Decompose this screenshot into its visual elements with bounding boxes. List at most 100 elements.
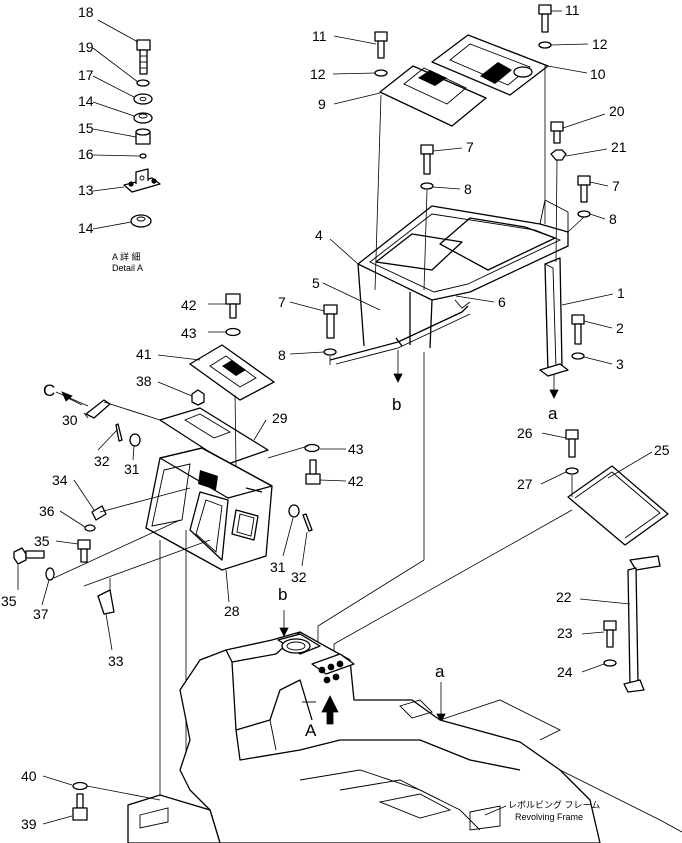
callout-30: 30 xyxy=(62,412,78,428)
bolt-39 xyxy=(72,793,88,821)
callout-7-center: 7 xyxy=(466,139,474,155)
washer-27 xyxy=(565,467,579,475)
callout-7-left: 7 xyxy=(278,294,286,310)
arrow-a-icon xyxy=(321,695,339,725)
bolt-26 xyxy=(565,429,579,475)
washer-19 xyxy=(136,79,150,87)
callout-42-right: 42 xyxy=(348,473,364,489)
callout-37: 37 xyxy=(33,606,49,622)
callout-26: 26 xyxy=(517,425,533,441)
callout-20: 20 xyxy=(609,103,625,119)
cover-9 xyxy=(379,65,487,127)
pin-32-left xyxy=(115,423,123,442)
nut-38 xyxy=(191,389,205,406)
label-c: C xyxy=(43,381,55,400)
washer-17 xyxy=(133,93,153,105)
callout-14-upper: 14 xyxy=(78,93,94,109)
clip-33 xyxy=(97,589,115,615)
callout-40: 40 xyxy=(21,768,37,784)
washer-31-right xyxy=(288,504,300,518)
bolt-7-right xyxy=(577,175,591,218)
callout-18: 18 xyxy=(78,4,94,20)
callout-36: 36 xyxy=(39,503,55,519)
callout-27: 27 xyxy=(517,476,533,492)
washer-16 xyxy=(139,153,147,159)
callout-23: 23 xyxy=(557,625,573,641)
callout-42-top: 42 xyxy=(181,297,197,313)
callout-1: 1 xyxy=(617,285,625,301)
callout-43-right: 43 xyxy=(348,441,364,457)
bolt-11-right xyxy=(538,4,552,49)
callout-21: 21 xyxy=(611,139,627,155)
callout-32-right: 32 xyxy=(291,569,307,585)
callout-7-right: 7 xyxy=(612,178,620,194)
label-b-lower: b xyxy=(278,585,287,604)
callout-14-lower: 14 xyxy=(78,220,94,236)
frame-4 xyxy=(329,199,569,365)
washer-31-left xyxy=(129,433,141,447)
bolt-35-outer xyxy=(13,547,45,565)
bolt-11-left xyxy=(374,31,388,77)
callout-4: 4 xyxy=(315,227,323,243)
washer-43-top xyxy=(225,327,241,337)
callout-35-outer: 35 xyxy=(1,593,17,609)
callout-10: 10 xyxy=(590,66,606,82)
pin-32-right xyxy=(302,513,313,532)
label-a-capital: A xyxy=(305,721,317,740)
callout-12-right: 12 xyxy=(592,36,608,52)
washer-36 xyxy=(84,524,96,532)
washer-37 xyxy=(45,567,55,581)
detail-a-caption-jp: A 詳 細 xyxy=(112,251,141,262)
callout-8-right: 8 xyxy=(609,211,617,227)
callout-34: 34 xyxy=(52,472,68,488)
callout-43-top: 43 xyxy=(181,325,197,341)
callout-28: 28 xyxy=(224,603,240,619)
washer-8-center xyxy=(420,182,434,190)
callout-11-right: 11 xyxy=(565,2,580,18)
control-box-group: 42 43 41 38 29 C 30 32 31 34 36 35 35 37… xyxy=(1,293,364,669)
bolt-23 xyxy=(603,620,617,667)
callout-39: 39 xyxy=(21,816,37,832)
callout-41: 41 xyxy=(136,346,152,362)
bolt-35-inner xyxy=(77,539,91,563)
bracket-1 xyxy=(539,257,569,377)
washer-12-right xyxy=(538,41,552,49)
bolt-2 xyxy=(571,314,585,360)
callout-5: 5 xyxy=(312,275,320,291)
washer-40 xyxy=(72,781,88,791)
upper-cover-group: 11 12 9 11 12 10 20 21 7 8 7 8 4 5 6 7 8… xyxy=(278,2,627,423)
clip-34 xyxy=(91,505,107,521)
bolt-7-left xyxy=(323,304,338,356)
bolt-7-center xyxy=(420,144,434,190)
callout-9: 9 xyxy=(318,96,326,112)
callout-6: 6 xyxy=(498,294,506,310)
bolt-42-top xyxy=(225,293,241,337)
callout-16: 16 xyxy=(78,146,94,162)
washer-8-right xyxy=(577,210,591,218)
label-a-upper: a xyxy=(548,404,558,423)
callout-25: 25 xyxy=(654,442,670,458)
cover-41 xyxy=(189,344,275,401)
revolving-frame-group: 40 39 b a A レボルビング フレーム Revolving Frame xyxy=(21,352,682,843)
callout-2: 2 xyxy=(616,320,624,336)
callout-8-left: 8 xyxy=(278,347,286,363)
callout-32-left: 32 xyxy=(94,453,110,469)
frame-label-jp: レボルビング フレーム xyxy=(508,799,600,810)
callout-35-inner: 35 xyxy=(34,533,50,549)
box-28 xyxy=(145,447,273,571)
callout-19: 19 xyxy=(78,39,94,55)
bolt-42-right xyxy=(305,459,321,485)
label-a-lower: a xyxy=(435,662,445,681)
callout-24: 24 xyxy=(557,664,573,680)
washer-43-right xyxy=(304,443,320,453)
callout-8-center: 8 xyxy=(464,181,472,197)
callout-11-left: 11 xyxy=(312,28,327,44)
callout-31-left: 31 xyxy=(124,461,140,477)
bracket-22 xyxy=(623,555,661,693)
callout-17: 17 xyxy=(78,67,94,83)
washer-8-left xyxy=(323,348,337,356)
washer-12-left xyxy=(374,69,388,77)
bolt-18 xyxy=(136,39,151,75)
washer-3 xyxy=(571,352,585,360)
